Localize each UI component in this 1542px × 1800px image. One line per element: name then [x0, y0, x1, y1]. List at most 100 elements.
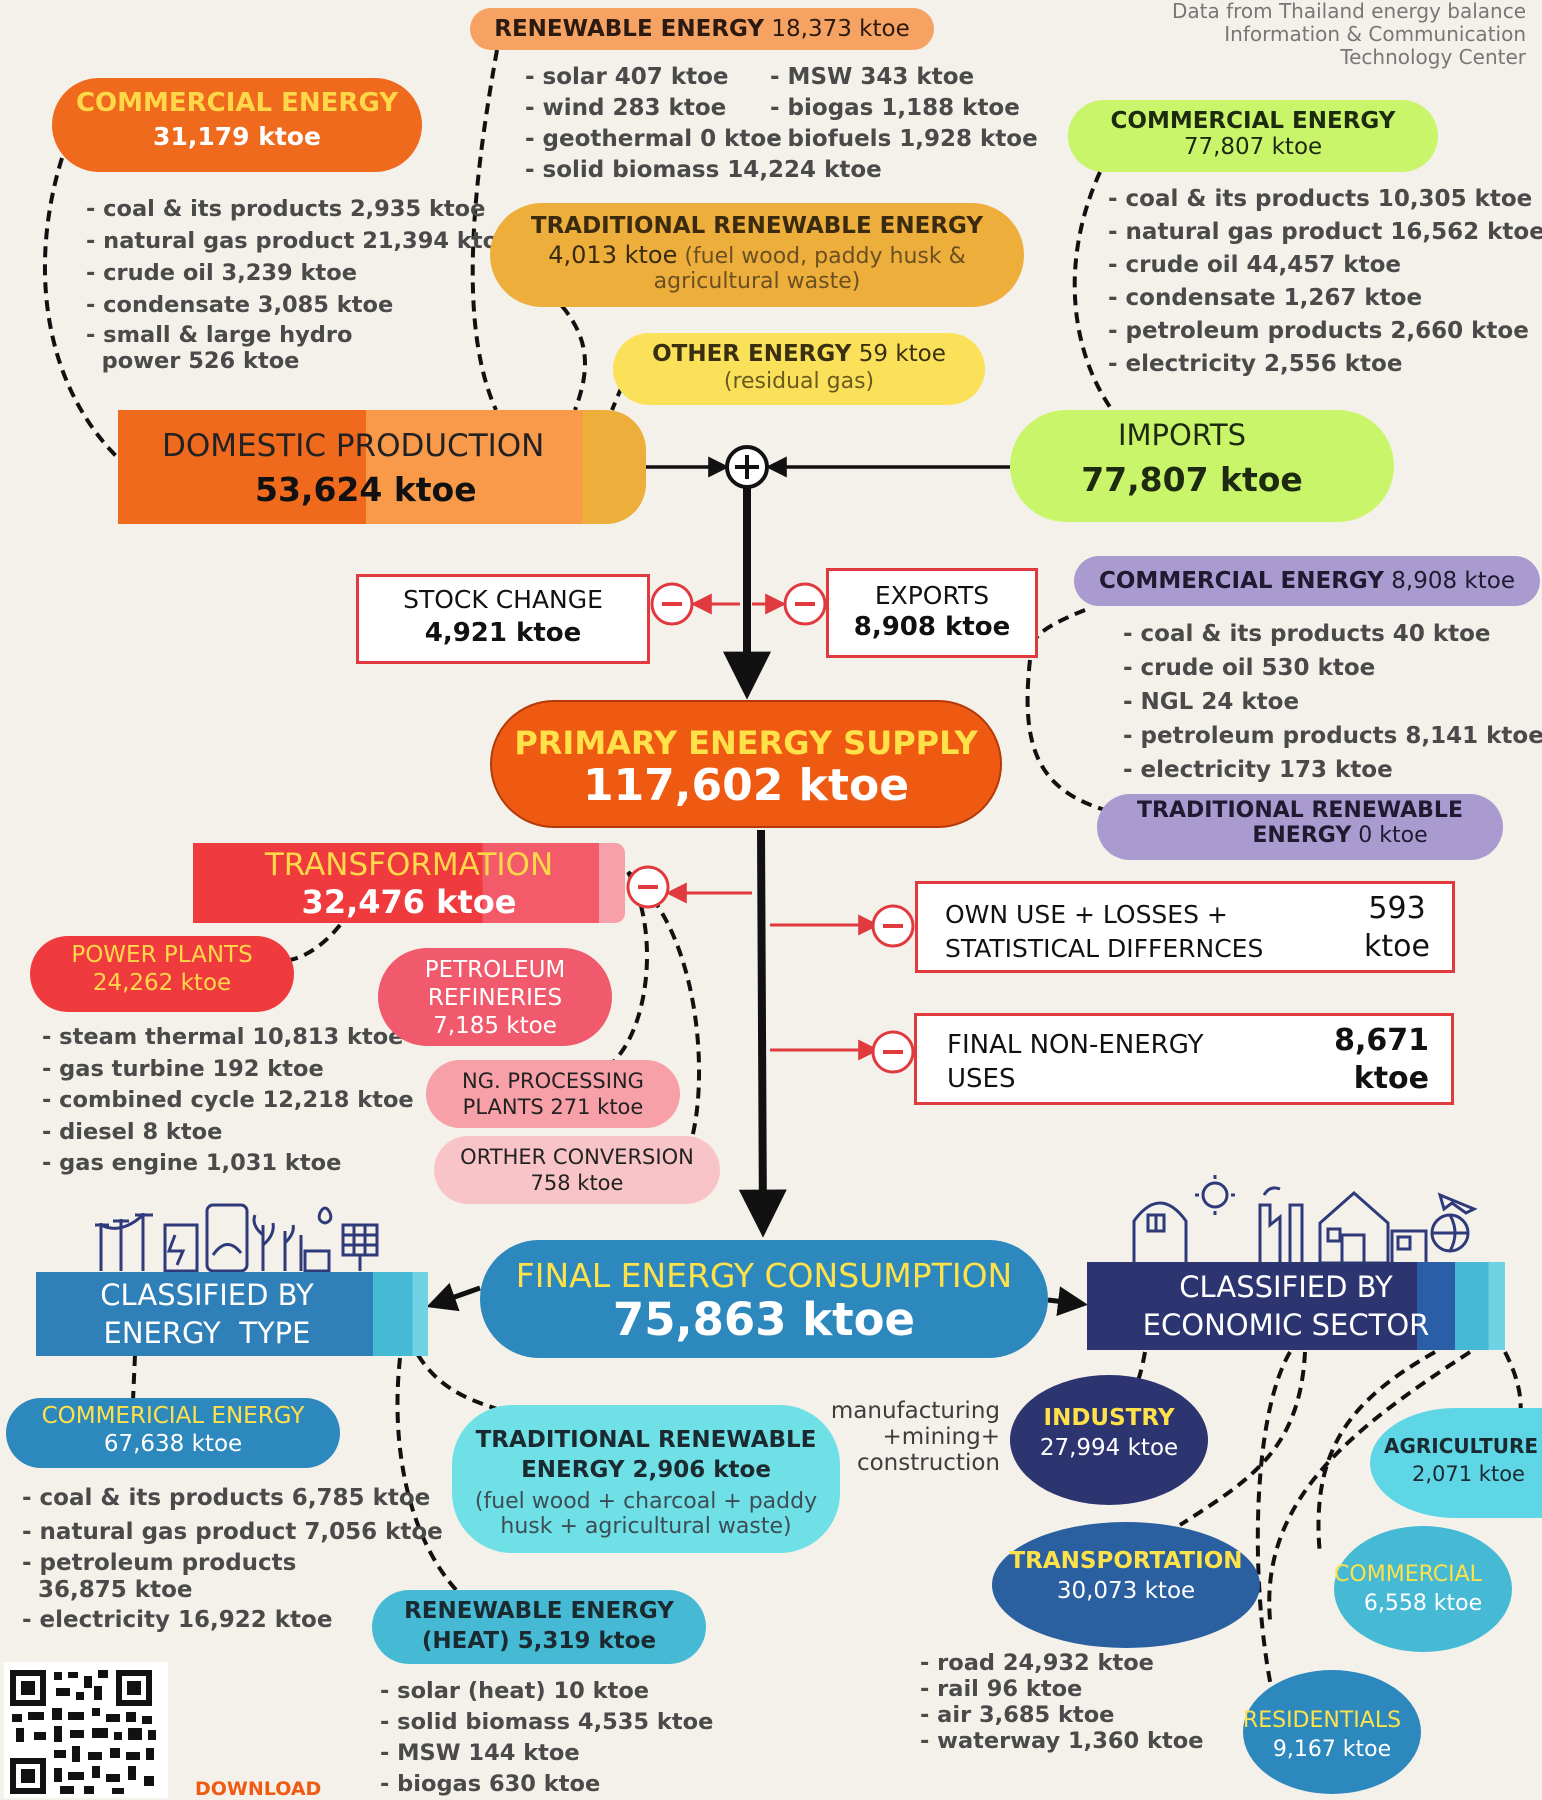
final-traditional-pill: TRADITIONAL RENEWABLE ENERGY 2,906 ktoe …: [452, 1405, 840, 1553]
stock-change-label: STOCK CHANGE: [403, 585, 603, 614]
own-use-num: 593: [1368, 891, 1426, 926]
exports-box: EXPORTS 8,908 ktoe: [826, 568, 1038, 658]
list-item: - biogas 630 ktoe: [380, 1771, 601, 1797]
ng-processing-line2: PLANTS 271 ktoe: [462, 1095, 644, 1119]
stock-change-box: STOCK CHANGE 4,921 ktoe: [356, 574, 650, 664]
industry-label: INDUSTRY: [1043, 1405, 1175, 1431]
transformation-value: 32,476 ktoe: [301, 883, 517, 921]
list-item: - coal & its products 6,785 ktoe: [22, 1485, 431, 1511]
stock-change-value: 4,921 ktoe: [424, 618, 582, 648]
residentials-value: 9,167 ktoe: [1272, 1737, 1392, 1762]
final-energy-value: 75,863 ktoe: [612, 1293, 916, 1346]
list-item: - biogas 1,188 ktoe: [770, 95, 1020, 121]
traditional-renewable-value: 4,013 ktoe: [548, 241, 678, 269]
transportation-list: - road 24,932 ktoe - rail 96 ktoe - air …: [920, 1650, 1203, 1754]
by-type-line1: CLASSIFIED BY: [100, 1278, 314, 1312]
final-commercial-label: COMMERICIAL ENERGY: [41, 1403, 305, 1429]
exports-label: EXPORTS: [874, 581, 990, 610]
transportation-value: 30,073 ktoe: [1056, 1578, 1196, 1604]
traditional-renewable-label: TRADITIONAL RENEWABLE ENERGY: [530, 213, 984, 239]
exports-commercial-label: COMMERCIAL ENERGY: [1099, 568, 1384, 594]
by-type-line2: ENERGY TYPE: [103, 1316, 311, 1350]
source-note: Data from Thailand energy balance Inform…: [1172, 0, 1526, 69]
domestic-production-label: DOMESTIC PRODUCTION: [162, 428, 545, 464]
final-energy-label: FINAL ENERGY CONSUMPTION: [515, 1256, 1013, 1295]
list-item: - geothermal 0 ktoe: [525, 126, 782, 152]
imports-value: 77,807 ktoe: [1081, 460, 1303, 499]
domestic-commercial-value: 31,179 ktoe: [153, 122, 321, 151]
list-item: - MSW 144 ktoe: [380, 1740, 580, 1766]
source-line1: Data from Thailand energy balance: [1171, 0, 1526, 23]
imports-pill: IMPORTS 77,807 ktoe: [1010, 410, 1394, 522]
domestic-commercial-list: - coal & its products 2,935 ktoe - natur…: [86, 193, 513, 373]
own-use-box: OWN USE + LOSSES + STATISTICAL DIFFERNCE…: [915, 881, 1455, 973]
download-link[interactable]: DOWNLOAD: [195, 1778, 322, 1800]
non-energy-unit: ktoe: [1353, 1061, 1429, 1096]
final-energy-consumption-pill: FINAL ENERGY CONSUMPTION 75,863 ktoe: [480, 1240, 1048, 1358]
agriculture-value: 2,071 ktoe: [1412, 1462, 1525, 1486]
exports-commercial-value: 8,908 ktoe: [1391, 568, 1515, 594]
non-energy-box: FINAL NON-ENERGY USES 8,671 ktoe: [914, 1013, 1454, 1105]
final-traditional-note1: (fuel wood + charcoal + paddy: [474, 1489, 818, 1514]
non-energy-line2: USES: [947, 1064, 1016, 1094]
list-item: - steam thermal 10,813 ktoe: [42, 1024, 404, 1050]
power-plants-value: 24,262 ktoe: [92, 970, 232, 996]
transformation-label: TRANSFORMATION: [264, 847, 554, 883]
list-item: power 526 ktoe: [86, 348, 300, 374]
list-item: - gas turbine 192 ktoe: [42, 1055, 324, 1082]
list-item: - petroleum products: [22, 1550, 297, 1576]
imports-commercial-label: COMMERCIAL ENERGY: [1110, 108, 1396, 134]
list-item: - petroleum products 8,141 ktoe: [1123, 723, 1542, 749]
non-energy-num: 8,671: [1334, 1023, 1429, 1058]
list-item: - natural gas product 7,056 ktoe: [22, 1519, 443, 1545]
list-item: - rail 96 ktoe: [920, 1676, 1083, 1702]
imports-commercial-list: - coal & its products 10,305 ktoe - natu…: [1108, 183, 1542, 381]
classified-by-economic-sector: CLASSIFIED BY ECONOMIC SECTOR: [1087, 1262, 1505, 1350]
qr-code-icon: [4, 1662, 168, 1798]
final-commercial-list: - coal & its products 6,785 ktoe - natur…: [22, 1481, 443, 1637]
list-item: - diesel 8 ktoe: [42, 1118, 223, 1145]
final-traditional-line1: TRADITIONAL RENEWABLE: [475, 1427, 817, 1453]
list-item: - road 24,932 ktoe: [920, 1650, 1154, 1676]
domestic-commercial-label: COMMERCIAL ENERGY: [75, 88, 399, 118]
list-item: - petroleum products 2,660 ktoe: [1108, 318, 1529, 344]
list-item: - gas engine 1,031 ktoe: [42, 1150, 342, 1176]
list-item: - combined cycle 12,218 ktoe: [42, 1087, 414, 1113]
exports-traditional-label2: ENERGY: [1252, 823, 1352, 848]
commercial-sector-label: COMMERCIAL: [1334, 1562, 1482, 1587]
list-item: - air 3,685 ktoe: [920, 1702, 1115, 1728]
list-item: - coal & its products 10,305 ktoe: [1108, 186, 1533, 212]
renewable-left-list: - solar 407 ktoe - wind 283 ktoe - geoth…: [525, 62, 882, 186]
renewable-energy-pill: RENEWABLE ENERGY 18,373 ktoe: [470, 8, 934, 50]
industry-note3: construction: [856, 1450, 1000, 1476]
commercial-sector-value: 6,558 ktoe: [1363, 1591, 1483, 1616]
list-item: - electricity 173 ktoe: [1123, 757, 1393, 783]
industry-note: manufacturing +mining+ construction: [810, 1398, 1000, 1476]
refineries-line2: REFINERIES: [427, 985, 563, 1011]
list-item: - wind 283 ktoe: [525, 95, 727, 121]
industry-note1: manufacturing: [830, 1398, 1000, 1424]
primary-energy-supply-pill: PRIMARY ENERGY SUPPLY 117,602 ktoe: [490, 700, 1002, 828]
residentials-pill: RESIDENTIALS 9,167 ktoe: [1243, 1670, 1421, 1794]
list-item: - solar 407 ktoe: [525, 64, 729, 90]
list-item: - electricity 2,556 ktoe: [1108, 351, 1403, 377]
imports-label: IMPORTS: [1117, 418, 1247, 452]
other-energy-label: OTHER ENERGY: [652, 341, 852, 367]
exports-traditional-pill: TRADITIONAL RENEWABLE ENERGY 0 ktoe: [1097, 794, 1503, 860]
source-line3: Technology Center: [1340, 45, 1526, 69]
renewable-heat-line1: RENEWABLE ENERGY: [404, 1598, 674, 1624]
other-energy-pill: OTHER ENERGY 59 ktoe (residual gas): [613, 333, 985, 405]
renewable-energy-value: 18,373 ktoe: [771, 16, 910, 42]
list-item: - small & large hydro: [86, 322, 353, 348]
imports-commercial-pill: COMMERCIAL ENERGY 77,807 ktoe: [1068, 100, 1438, 172]
residentials-label: RESIDENTIALS: [1242, 1708, 1402, 1733]
ng-processing-line1: NG. PROCESSING: [462, 1069, 644, 1093]
own-use-line2: STATISTICAL DIFFERNCES: [945, 934, 1264, 963]
transportation-pill: TRANSPORTATION 30,073 ktoe: [992, 1522, 1260, 1648]
energy-type-icons: [95, 1203, 379, 1273]
commercial-sector-pill: COMMERCIAL 6,558 ktoe: [1334, 1526, 1512, 1652]
other-energy-note: (residual gas): [723, 369, 875, 394]
economic-sector-icons: [1132, 1175, 1478, 1265]
renewable-heat-line2: (HEAT) 5,319 ktoe: [421, 1628, 657, 1654]
